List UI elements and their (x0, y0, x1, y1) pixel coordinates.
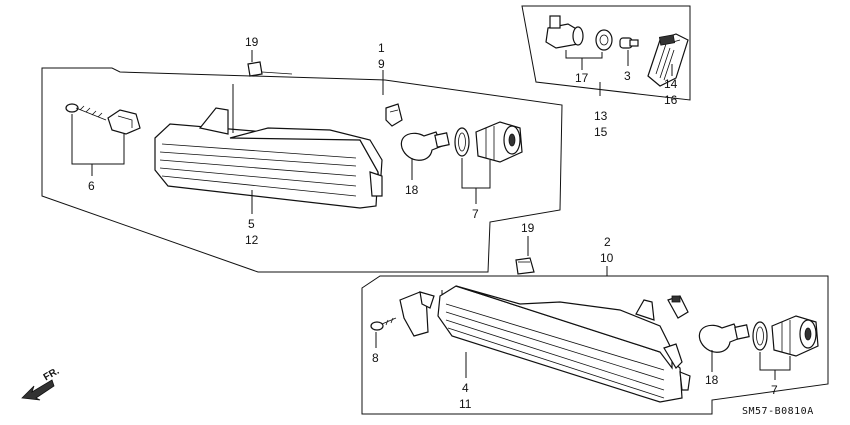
upper-assembly-outline (41, 67, 563, 273)
front-direction-arrow-icon (21, 379, 55, 401)
bulb-18-lower (698, 323, 750, 353)
bracket-lower (399, 291, 435, 337)
callout-18-upper: 18 (405, 183, 419, 197)
callout-16: 16 (664, 93, 678, 107)
callout-10: 10 (600, 251, 614, 265)
callout-2: 2 (604, 235, 611, 249)
bracket-6b (92, 134, 125, 165)
clip-19-upper (247, 61, 293, 77)
gasket-7-lower (752, 321, 768, 351)
side-marker-outline (521, 5, 691, 101)
socket-7-lower (771, 315, 819, 357)
callout-13: 13 (594, 109, 608, 123)
bracket-17 (565, 50, 603, 59)
callout-11: 11 (459, 397, 472, 411)
callout-1: 1 (378, 41, 385, 55)
callout-9: 9 (378, 57, 385, 71)
callout-8: 8 (372, 351, 379, 365)
socket-17 (545, 15, 584, 49)
bracket-7a (461, 158, 491, 189)
diagram-code: SM57-B0810A (742, 406, 814, 417)
lamp-lower-4-11 (437, 285, 691, 403)
screw-8 (370, 317, 397, 331)
callout-19-upper: 19 (245, 35, 259, 49)
callout-17: 17 (575, 71, 589, 85)
gasket-17 (595, 29, 613, 51)
clip-19-lower (515, 257, 535, 275)
clip-nut-6 (107, 109, 141, 135)
callout-7-upper: 7 (472, 207, 479, 221)
bracket-6 (71, 114, 93, 176)
lower-assembly-outline (361, 275, 829, 415)
callout-19-lower: 19 (521, 221, 535, 235)
screw-6 (65, 103, 107, 121)
socket-clip-upper (385, 103, 403, 127)
callout-6: 6 (88, 179, 95, 193)
front-direction-label: FR. (42, 366, 62, 384)
callout-3: 3 (624, 69, 631, 83)
bracket-7b (759, 352, 791, 371)
gasket-7-upper (454, 127, 470, 157)
connector-lower (667, 295, 689, 319)
callout-5: 5 (248, 217, 255, 231)
callout-14: 14 (664, 77, 678, 91)
socket-7-upper (475, 121, 523, 163)
callout-4: 4 (462, 381, 469, 395)
bulb-18-upper (400, 131, 450, 161)
lamp-upper-5-12 (154, 107, 383, 209)
callout-12: 12 (245, 233, 259, 247)
side-marker-lamp-14-16 (647, 33, 689, 87)
callout-15: 15 (594, 125, 608, 139)
bulb-3 (619, 37, 639, 49)
callout-7-lower: 7 (771, 383, 778, 397)
callout-18-lower: 18 (705, 373, 719, 387)
